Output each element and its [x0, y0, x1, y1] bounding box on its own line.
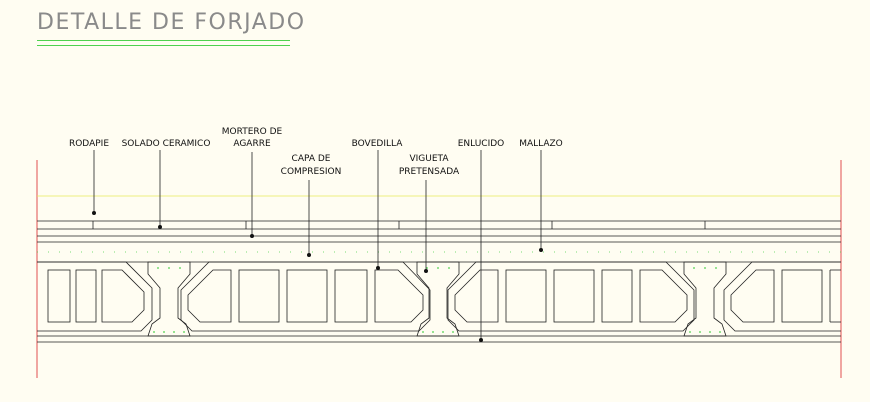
vigueta	[147, 261, 191, 337]
bovedilla-block	[723, 261, 841, 332]
label-enlucido: ENLUCIDO	[458, 139, 505, 149]
label-vigueta-line2: PRETENSADA	[399, 167, 460, 177]
label-mortero-line2: AGARRE	[233, 139, 271, 149]
label-capa-line1: CAPA DE	[292, 154, 331, 164]
tile-joints	[92, 221, 706, 229]
label-solado-ceramico: SOLADO CERAMICO	[122, 139, 211, 149]
bovedilla-block	[180, 261, 431, 332]
label-vigueta-line1: VIGUETA	[409, 154, 449, 164]
leader-lines	[93, 150, 542, 340]
label-bovedilla: BOVEDILLA	[352, 139, 404, 149]
bovedilla-block	[37, 261, 153, 332]
label-rodapie: RODAPIE	[69, 139, 109, 149]
label-mallazo: MALLAZO	[519, 139, 563, 149]
vigueta	[416, 261, 460, 337]
layer-labels: RODAPIE SOLADO CERAMICO MORTERO DE AGARR…	[69, 127, 563, 177]
bovedillas	[37, 261, 841, 332]
label-mortero-line1: MORTERO DE	[222, 127, 283, 137]
vigueta	[683, 261, 727, 337]
bovedilla-block	[447, 261, 695, 332]
title-underline	[37, 40, 290, 46]
drawing-title: DETALLE DE FORJADO	[37, 10, 306, 35]
leader-dots	[92, 211, 543, 342]
viguetas	[147, 261, 727, 337]
label-capa-line2: COMPRESION	[281, 167, 342, 177]
